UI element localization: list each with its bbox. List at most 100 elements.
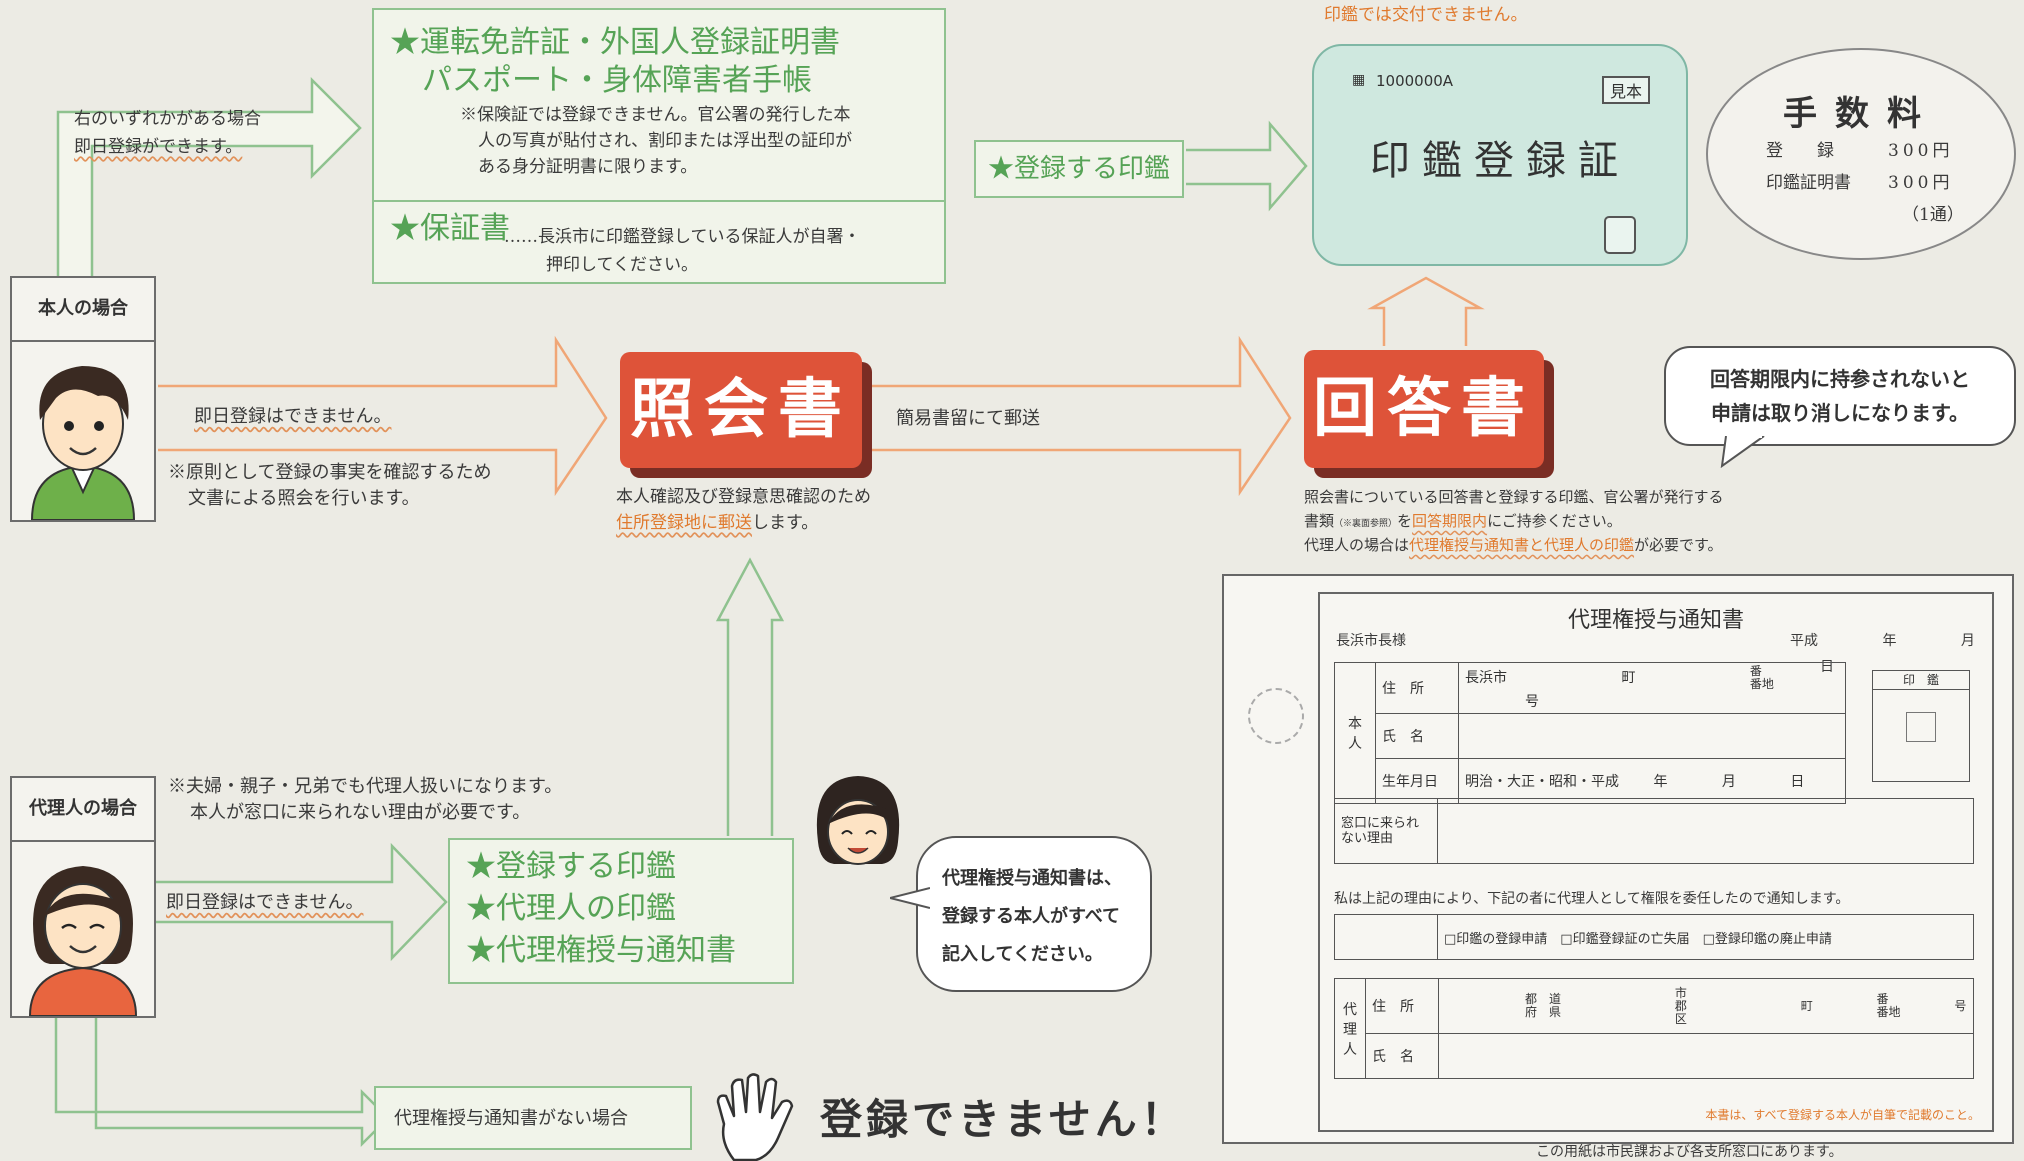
form-seal-label: 印 鑑	[1873, 671, 1969, 690]
arrow-honnin-to-shokai	[158, 335, 608, 497]
deadline-bubble: 回答期限内に持参されないと 申請は取り消しになります。	[1664, 346, 2016, 446]
dairi-bubble-line2: 登録する本人がすべて	[942, 906, 1121, 927]
man-avatar-icon	[30, 366, 136, 521]
form-address-go: 号	[1525, 694, 1539, 710]
form-punch-hole	[1248, 688, 1304, 744]
kaito-desc-2b: を	[1397, 512, 1413, 530]
form-agent-name-label: 氏 名	[1365, 1033, 1439, 1079]
form-agent-side: 代理人	[1334, 978, 1366, 1079]
form-options-blank	[1334, 914, 1438, 960]
same-day-side-note-line1: 右のいずれかがある場合	[74, 109, 261, 129]
arrow-dairi-to-items	[156, 842, 448, 962]
form-reason-table: 窓口に来られない理由	[1334, 798, 1974, 864]
honnin-label: 本人の場合	[10, 276, 156, 342]
deadline-bubble-tail	[1720, 436, 1765, 468]
no-notice-box: 代理権授与通知書がない場合	[374, 1086, 692, 1150]
form-name-label: 氏 名	[1375, 713, 1459, 759]
form-birth-day: 日	[1790, 774, 1805, 790]
kaito-desc-2a: 書類	[1304, 512, 1335, 530]
kaito-desc-line3: 代理人の場合は代理権授与通知書と代理人の印鑑が必要です。	[1304, 532, 1723, 558]
cannot-register-text: 登録できません！	[820, 1095, 1187, 1144]
form-birth-field[interactable]: 明治・大正・昭和・平成 年 月 日	[1458, 758, 1846, 804]
register-seal-box: ★登録する印鑑	[974, 140, 1184, 198]
shokai-title: 照会書	[620, 352, 862, 468]
fee-row2-value: 300円	[1888, 173, 1954, 193]
card-chip-icon	[1604, 216, 1636, 254]
card-number: 1000000A	[1376, 72, 1454, 90]
form-agent-name-field[interactable]	[1438, 1033, 1974, 1079]
form-agent-city: 市 郡 区	[1674, 985, 1687, 1026]
card-sample-stamp: 見本	[1602, 76, 1651, 104]
form-name-field[interactable]	[1458, 713, 1846, 759]
id-note-line3: ある身分証明書に限ります。	[478, 157, 698, 177]
guarantee-text-line1: ……長浜市に印鑑登録している保証人が自署・	[504, 227, 861, 247]
form-date-era: 平成	[1790, 633, 1818, 649]
shokai-desc-rest: します。	[752, 513, 819, 533]
form-address-city: 長浜市	[1465, 670, 1507, 686]
kaito-title: 回答書	[1304, 350, 1544, 468]
guarantee-title: ★保証書	[390, 211, 510, 246]
form-addressee: 長浜市長様	[1336, 633, 1406, 649]
hand-stop-icon	[716, 1073, 794, 1161]
form-principal-table: 本 人 住 所 長浜市 町 番 番地 号 氏 名 生年月日 明治・大正・昭和・平…	[1334, 662, 1846, 804]
form-agent-banchi: 番 番地	[1876, 992, 1901, 1019]
delegation-form: 代理権授与通知書 長浜市長様 平成 年 月 日 本 人 住 所 長浜市 町 番 …	[1222, 574, 2014, 1144]
form-principal-side: 本 人	[1334, 662, 1376, 804]
kaito-desc-3b: が必要です。	[1634, 536, 1723, 554]
shokai-desc-highlight: 住所登録地に郵送	[616, 513, 752, 533]
card-barcode-icon: ▦	[1352, 72, 1366, 88]
dairi-item3: ★代理権授与通知書	[466, 933, 736, 968]
dairi-item1: ★登録する印鑑	[466, 849, 676, 884]
form-inner: 代理権授与通知書 長浜市長様 平成 年 月 日 本 人 住 所 長浜市 町 番 …	[1318, 592, 1994, 1132]
fee-title: 手数料	[1783, 94, 1939, 134]
dairi-item2: ★代理人の印鑑	[466, 891, 676, 926]
girl-face-icon	[816, 776, 900, 865]
form-title: 代理権授与通知書	[1567, 608, 1744, 633]
form-birth-year: 年	[1653, 774, 1668, 790]
form-options[interactable]: □印鑑の登録申請 □印鑑登録証の亡失届 □登録印鑑の廃止申請	[1437, 914, 1974, 960]
woman-avatar-icon	[28, 866, 138, 1017]
fee-row3: （1通）	[1902, 205, 1964, 225]
dairi-label: 代理人の場合	[10, 776, 156, 842]
arrow-honnin-to-id	[56, 76, 362, 278]
id-docs-line1: ★運転免許証・外国人登録証明書	[390, 25, 840, 60]
arrow-dairi-to-nonotice	[54, 1018, 390, 1148]
form-agent-table: 代理人 住 所 都 道 府 県 市 郡 区 町 番 番地 号 氏 名	[1334, 978, 1974, 1079]
arrow-seal-to-card	[1186, 120, 1308, 212]
deadline-bubble-line2: 申請は取り消しになります。	[1711, 401, 1969, 425]
form-date-month: 月	[1960, 633, 1975, 649]
arrow-kaito-to-card	[1367, 276, 1485, 346]
kaito-desc-2highlight: 回答期限内	[1412, 512, 1488, 530]
honnin-avatar	[10, 340, 156, 522]
dairi-note-line1: ※夫婦・親子・兄弟でも代理人扱いになります。	[168, 776, 563, 797]
id-box-divider	[374, 200, 944, 202]
shokai-desc-line2: 住所登録地に郵送します。	[616, 510, 818, 536]
form-seal-box: 印 鑑	[1872, 670, 1970, 782]
form-address-label: 住 所	[1375, 662, 1459, 714]
form-address-field[interactable]: 長浜市 町 番 番地 号	[1458, 662, 1846, 714]
card-title: 印鑑登録証	[1370, 138, 1630, 184]
kaito-desc-2small: （※裏面参照）	[1334, 519, 1398, 529]
deadline-bubble-line1: 回答期限内に持参されないと	[1710, 367, 1970, 391]
fee-row2-label: 印鑑証明書	[1766, 173, 1851, 193]
form-agent-address-field[interactable]: 都 道 府 県 市 郡 区 町 番 番地 号	[1438, 978, 1974, 1034]
form-footer-note: 本書は、すべて登録する本人が自筆で記載のこと。	[1705, 1108, 1980, 1122]
fee-oval: 手数料 登 録 300円 印鑑証明書 300円 （1通）	[1706, 48, 2016, 260]
kaito-desc-2c: にご持参ください。	[1487, 512, 1622, 530]
honnin-no-same-day: 即日登録はできません。	[194, 406, 392, 427]
form-birth-month: 月	[1721, 774, 1736, 790]
principle-note-line1: ※原則として登録の事実を確認するため	[168, 462, 492, 483]
form-birth-label: 生年月日	[1375, 758, 1459, 804]
id-note-line1: ※保険証では登録できません。官公署の発行した本	[460, 105, 851, 125]
id-note-line2: 人の写真が貼付され、割印または浮出型の証印が	[478, 131, 853, 151]
dairi-required-items: ★登録する印鑑 ★代理人の印鑑 ★代理権授与通知書	[448, 838, 794, 984]
form-address-town: 町	[1621, 670, 1636, 686]
form-reason-field[interactable]	[1437, 798, 1974, 864]
form-seal-square[interactable]	[1906, 712, 1936, 742]
principle-note-line2: 文書による照会を行います。	[188, 488, 420, 509]
form-options-table: □印鑑の登録申請 □印鑑登録証の亡失届 □登録印鑑の廃止申請	[1334, 914, 1974, 960]
id-docs-line2: パスポート・身体障害者手帳	[422, 63, 812, 98]
form-agent-address-label: 住 所	[1365, 978, 1439, 1034]
guarantee-text-line2: 押印してください。	[546, 255, 698, 275]
